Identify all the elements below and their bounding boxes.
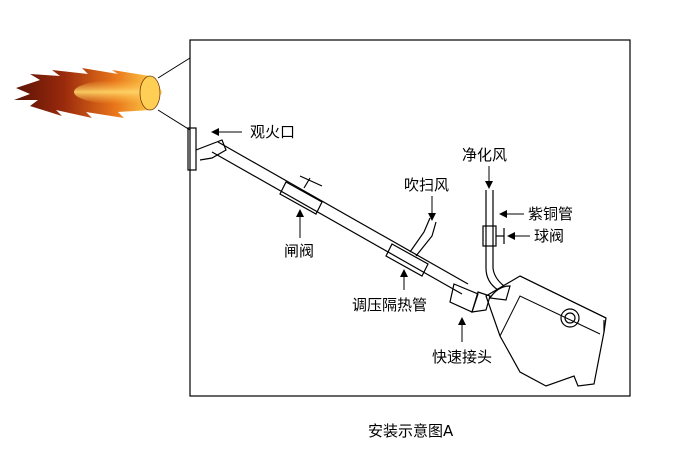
projection-line-top [157,57,191,79]
label-gate-valve: 闸阀 [284,242,314,260]
label-purge-air: 吹扫风 [404,176,449,194]
sight-port-flange [187,127,197,171]
label-clean-air: 净化风 [462,146,507,164]
housing-cover-outer [560,308,580,328]
transmitter-housing [485,275,607,387]
ball-valve [482,225,505,247]
label-pressure-tube: 调压隔热管 [352,296,427,314]
gate-valve [279,175,323,215]
enclosure-frame [189,39,631,397]
flame-illustration [14,68,162,118]
label-quick-connector: 快速接头 [432,348,492,366]
sight-port-nozzle [195,139,227,161]
label-sight-port: 观火口 [250,123,295,141]
purge-air-coupling [385,217,437,277]
diagram-caption: 安装示意图A [368,422,454,440]
label-ball-valve: 球阀 [534,227,564,245]
projection-line-bottom [157,109,191,131]
housing-cover-inner [564,312,576,324]
pressure-tube [211,141,469,295]
copper-tube [485,190,505,291]
quick-connector [449,283,491,313]
label-copper-tube: 紫铜管 [528,205,573,223]
